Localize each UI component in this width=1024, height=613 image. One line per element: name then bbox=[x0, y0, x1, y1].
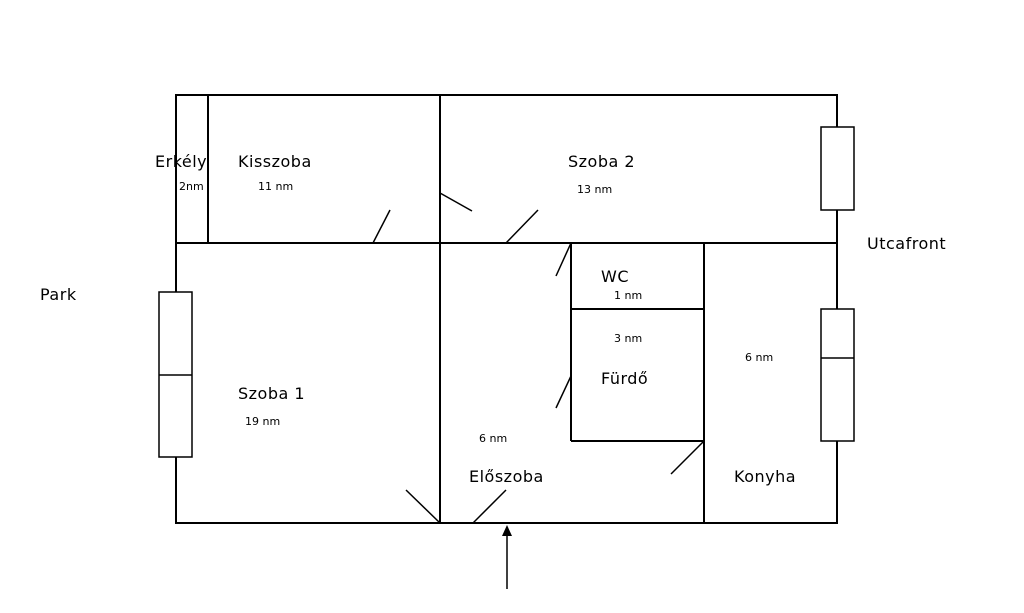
room-name-kisszoba: Kisszoba bbox=[238, 152, 312, 171]
entrance-arrow-head bbox=[502, 525, 512, 536]
room-area-szoba2: 13 nm bbox=[577, 183, 612, 196]
room-area-furdo: 3 nm bbox=[614, 332, 642, 345]
room-name-erkely: Erkély bbox=[155, 152, 207, 171]
room-area-erkely: 2nm bbox=[179, 180, 204, 193]
window-szoba2 bbox=[820, 126, 855, 211]
room-area-szoba1: 19 nm bbox=[245, 415, 280, 428]
door-wc bbox=[555, 242, 572, 277]
door-kisszoba bbox=[372, 209, 391, 244]
window-konyha bbox=[820, 308, 855, 442]
room-name-konyha: Konyha bbox=[734, 467, 796, 486]
door-szoba2-left bbox=[439, 192, 473, 212]
door-konyha bbox=[670, 440, 705, 475]
room-area-konyha: 6 nm bbox=[745, 351, 773, 364]
room-area-wc: 1 nm bbox=[614, 289, 642, 302]
room-name-szoba2: Szoba 2 bbox=[568, 152, 635, 171]
room-name-wc: WC bbox=[601, 267, 629, 286]
side-label-park: Park bbox=[40, 285, 77, 304]
door-entrance bbox=[472, 489, 507, 524]
door-furdo bbox=[555, 375, 572, 409]
room-name-furdo: Fürdő bbox=[601, 369, 648, 388]
door-szoba1 bbox=[405, 489, 441, 524]
side-label-utcafront: Utcafront bbox=[867, 234, 946, 253]
room-name-szoba1: Szoba 1 bbox=[238, 384, 305, 403]
room-name-eloszoba: Előszoba bbox=[469, 467, 544, 486]
room-area-kisszoba: 11 nm bbox=[258, 180, 293, 193]
room-area-eloszoba: 6 nm bbox=[479, 432, 507, 445]
door-szoba2 bbox=[505, 209, 539, 244]
